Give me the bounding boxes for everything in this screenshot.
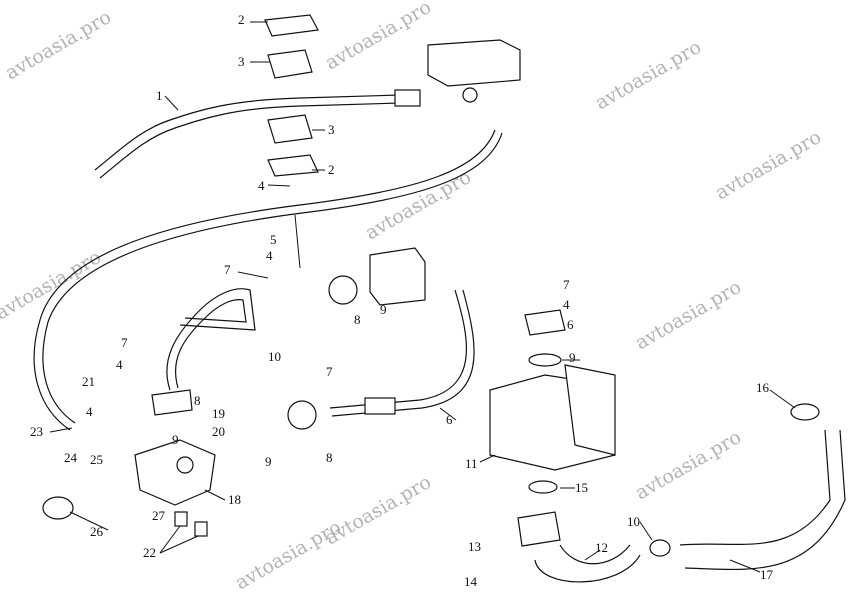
callout-9: 9 <box>265 454 272 469</box>
clamp-3b <box>267 114 313 144</box>
callout-10: 10 <box>268 349 281 364</box>
callout-15: 15 <box>575 480 588 495</box>
callout-8: 8 <box>194 393 201 408</box>
callout-25: 25 <box>90 452 103 467</box>
hose-1 <box>94 89 421 179</box>
callout-17: 17 <box>760 567 774 582</box>
callout-26: 26 <box>90 524 104 539</box>
callout-19: 19 <box>212 406 225 421</box>
clamp-3 <box>267 49 313 79</box>
callout-7: 7 <box>121 335 128 350</box>
flange-8 <box>328 275 358 305</box>
callout-18: 18 <box>228 492 241 507</box>
watermark: avtoasia.pro <box>322 0 435 74</box>
callout-9: 9 <box>380 302 387 317</box>
callout-3: 3 <box>238 54 245 69</box>
watermark: avtoasia.pro <box>632 426 745 504</box>
callout-21: 21 <box>82 374 95 389</box>
callout-4: 4 <box>266 248 273 263</box>
callout-6: 6 <box>446 412 453 427</box>
callout-14: 14 <box>464 574 478 589</box>
filter-housing-11 <box>489 364 616 471</box>
callout-4: 4 <box>116 357 123 372</box>
callout-1: 1 <box>156 88 163 103</box>
callout-9: 9 <box>172 432 179 447</box>
valve-block-top <box>427 39 521 103</box>
bracket-6 <box>524 309 566 336</box>
watermark: avtoasia.pro <box>232 516 345 592</box>
hose-6 <box>329 289 475 417</box>
callout-8: 8 <box>326 450 333 465</box>
pump-18 <box>134 439 216 506</box>
flange-plate <box>517 511 561 547</box>
callout-labels: 2 3 1 3 2 4 5 7 4 8 9 10 7 4 8 21 4 19 2… <box>30 12 774 589</box>
hose-12 <box>534 544 641 583</box>
leader-lines <box>49 21 796 573</box>
callout-8: 8 <box>354 312 361 327</box>
callout-4: 4 <box>563 297 570 312</box>
flange-8c <box>151 389 193 416</box>
watermark: avtoasia.pro <box>592 36 705 114</box>
fitting-26 <box>42 496 74 520</box>
callout-2: 2 <box>328 162 335 177</box>
callout-16: 16 <box>756 380 770 395</box>
seal-9 <box>528 353 562 367</box>
watermark: avtoasia.pro <box>632 276 745 354</box>
callout-22: 22 <box>143 545 156 560</box>
hose-17 <box>679 429 846 571</box>
callout-5: 5 <box>270 232 277 247</box>
sleeves-22 <box>174 511 208 537</box>
callout-9: 9 <box>569 350 576 365</box>
callout-27: 27 <box>152 508 166 523</box>
clamp-10 <box>649 539 671 557</box>
clamp-plate-2b <box>267 154 319 177</box>
hose-long <box>33 129 503 431</box>
callout-24: 24 <box>64 450 78 465</box>
seal-15 <box>528 480 558 494</box>
pipe-10 <box>166 288 256 391</box>
callout-10: 10 <box>627 514 640 529</box>
callout-23: 23 <box>30 424 43 439</box>
callout-12: 12 <box>595 540 608 555</box>
callout-20: 20 <box>212 424 225 439</box>
callout-11: 11 <box>465 456 478 471</box>
callout-7: 7 <box>326 364 333 379</box>
bolt-5 <box>294 214 301 269</box>
block-9 <box>369 247 426 306</box>
flange-8b <box>287 400 317 430</box>
clamp-16 <box>790 403 820 421</box>
callout-4: 4 <box>86 404 93 419</box>
clamp-plate-2 <box>264 14 319 37</box>
callout-4: 4 <box>258 178 265 193</box>
watermark: avtoasia.pro <box>712 126 825 204</box>
callout-13: 13 <box>468 539 481 554</box>
callout-7: 7 <box>563 277 570 292</box>
callout-6: 6 <box>567 317 574 332</box>
watermark: avtoasia.pro <box>2 6 115 84</box>
callout-3: 3 <box>328 122 335 137</box>
callout-7: 7 <box>224 262 231 277</box>
watermark: avtoasia.pro <box>362 166 475 244</box>
callout-2: 2 <box>238 12 245 27</box>
